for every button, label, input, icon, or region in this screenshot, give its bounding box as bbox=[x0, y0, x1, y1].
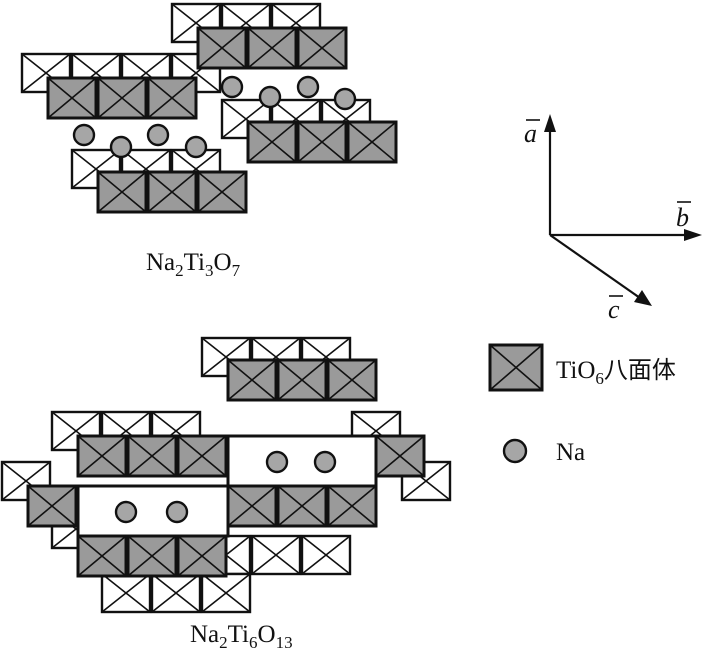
legend-octahedron-swatch bbox=[488, 343, 544, 392]
na2ti6o13-structure: Na2Ti6O13 bbox=[0, 336, 452, 652]
crystal-axes: a b c bbox=[524, 114, 702, 324]
na-atoms bbox=[72, 75, 357, 159]
svg-text:b: b bbox=[676, 203, 689, 232]
legend-na-label: Na bbox=[556, 439, 585, 466]
na2ti3o7-structure: Na2Ti3O7 bbox=[20, 2, 398, 280]
formula-na2ti3o7: Na2Ti3O7 bbox=[146, 249, 241, 280]
svg-text:c: c bbox=[608, 295, 620, 324]
legend: TiO6八面体 Na bbox=[488, 343, 676, 466]
legend-octahedron-label: TiO6八面体 bbox=[556, 356, 676, 388]
axis-label-a: a bbox=[524, 119, 540, 148]
axis-label-b: b bbox=[676, 201, 691, 232]
legend-na-swatch bbox=[502, 438, 528, 464]
formula-na2ti6o13: Na2Ti6O13 bbox=[190, 621, 293, 652]
svg-text:a: a bbox=[524, 119, 537, 148]
na-atoms-2 bbox=[114, 450, 337, 524]
axis-label-c: c bbox=[608, 295, 623, 324]
